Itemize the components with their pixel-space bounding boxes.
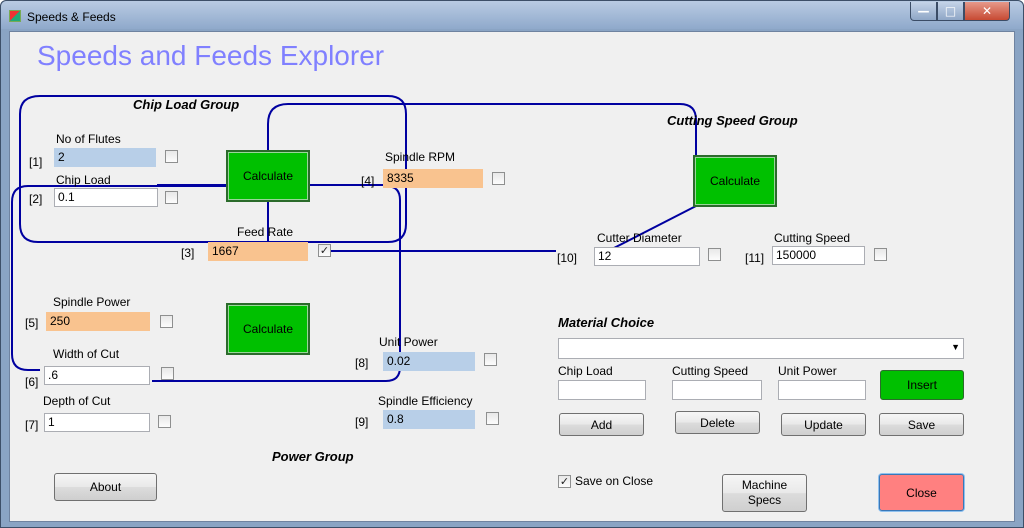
calculate-power-button[interactable]: Calculate (226, 303, 310, 355)
window-close-button[interactable]: ✕ (964, 2, 1010, 21)
material-choice-label: Material Choice (558, 315, 655, 330)
save-on-close-label: Save on Close (575, 474, 654, 488)
material-chip-load-label: Chip Load (558, 364, 613, 378)
cutting-speed-lock-checkbox[interactable] (874, 248, 887, 261)
spindle-rpm-lock-checkbox[interactable] (492, 172, 505, 185)
save-on-close-checkbox[interactable]: ✓ (558, 475, 571, 488)
flutes-lock-checkbox[interactable] (165, 150, 178, 163)
flutes-input[interactable]: 2 (54, 148, 156, 167)
feed-rate-label: Feed Rate (237, 225, 294, 239)
calculate-chip-load-button[interactable]: Calculate (226, 150, 310, 202)
spindle-efficiency-label: Spindle Efficiency (378, 394, 473, 408)
unit-power-input[interactable]: 0.02 (383, 352, 475, 371)
save-button[interactable]: Save (879, 413, 964, 436)
width-of-cut-lock-checkbox[interactable] (161, 367, 174, 380)
flutes-label: No of Flutes (56, 132, 121, 146)
machine-specs-line1: Machine (741, 478, 788, 492)
machine-specs-line2: Specs (747, 493, 782, 507)
cutting-speed-input[interactable]: 150000 (772, 246, 865, 265)
page-title: Speeds and Feeds Explorer (37, 40, 385, 71)
spindle-efficiency-index: [9] (355, 415, 369, 429)
chip-load-lock-checkbox[interactable] (165, 191, 178, 204)
app-icon (9, 10, 21, 22)
power-group-label: Power Group (272, 449, 354, 464)
spindle-rpm-label: Spindle RPM (385, 150, 456, 164)
delete-button[interactable]: Delete (675, 411, 760, 434)
material-cutting-speed-input[interactable] (672, 380, 762, 400)
insert-button[interactable]: Insert (880, 370, 964, 400)
feed-rate-index: [3] (181, 246, 195, 260)
spindle-power-label: Spindle Power (53, 295, 131, 309)
material-unit-power-input[interactable] (778, 380, 866, 400)
chip-load-index: [2] (29, 192, 43, 206)
add-button[interactable]: Add (559, 413, 644, 436)
cutter-diameter-lock-checkbox[interactable] (708, 248, 721, 261)
chip-load-group-label: Chip Load Group (133, 97, 240, 112)
cutting-speed-label: Cutting Speed (774, 231, 851, 245)
cutter-diameter-label: Cutter Diameter (597, 231, 682, 245)
spindle-efficiency-input[interactable]: 0.8 (383, 410, 475, 429)
feed-rate-input[interactable]: 1667 (208, 242, 308, 261)
minimize-button[interactable]: — (910, 2, 937, 21)
spindle-power-index: [5] (25, 316, 39, 330)
spindle-rpm-input[interactable]: 8335 (383, 169, 483, 188)
depth-of-cut-lock-checkbox[interactable] (158, 415, 171, 428)
cutter-diameter-input[interactable]: 12 (594, 247, 700, 266)
spindle-efficiency-lock-checkbox[interactable] (486, 412, 499, 425)
depth-of-cut-label: Depth of Cut (43, 394, 111, 408)
about-button[interactable]: About (54, 473, 157, 501)
unit-power-lock-checkbox[interactable] (484, 353, 497, 366)
material-select[interactable]: ▼ (558, 338, 964, 359)
width-of-cut-label: Width of Cut (53, 347, 120, 361)
width-of-cut-index: [6] (25, 375, 39, 389)
spindle-power-input[interactable]: 250 (46, 312, 150, 331)
cutter-diameter-index: [10] (557, 251, 578, 265)
title-bar[interactable]: Speeds & Feeds (1, 1, 1023, 29)
cutting-speed-group-label: Cutting Speed Group (667, 113, 798, 128)
chevron-down-icon[interactable]: ▼ (951, 342, 960, 352)
maximize-button[interactable]: □ (937, 2, 964, 21)
material-unit-power-label: Unit Power (778, 364, 837, 378)
flutes-index: [1] (29, 155, 43, 169)
spindle-rpm-index: [4] (361, 174, 375, 188)
cutting-speed-index: [11] (745, 251, 765, 265)
depth-of-cut-input[interactable]: 1 (44, 413, 150, 432)
window-title: Speeds & Feeds (27, 10, 116, 24)
chip-load-input[interactable]: 0.1 (54, 188, 158, 207)
feed-rate-lock-checkbox[interactable]: ✓ (318, 244, 331, 257)
machine-specs-button[interactable]: Machine Specs (722, 474, 807, 512)
material-cutting-speed-label: Cutting Speed (672, 364, 749, 378)
width-of-cut-input[interactable]: .6 (44, 366, 150, 385)
update-button[interactable]: Update (781, 413, 866, 436)
unit-power-index: [8] (355, 356, 369, 370)
depth-of-cut-index: [7] (25, 418, 39, 432)
spindle-power-lock-checkbox[interactable] (160, 315, 173, 328)
calculate-cutting-speed-button[interactable]: Calculate (693, 155, 777, 207)
unit-power-label: Unit Power (379, 335, 438, 349)
close-button[interactable]: Close (879, 474, 964, 511)
material-chip-load-input[interactable] (558, 380, 646, 400)
chip-load-label: Chip Load (56, 173, 111, 187)
